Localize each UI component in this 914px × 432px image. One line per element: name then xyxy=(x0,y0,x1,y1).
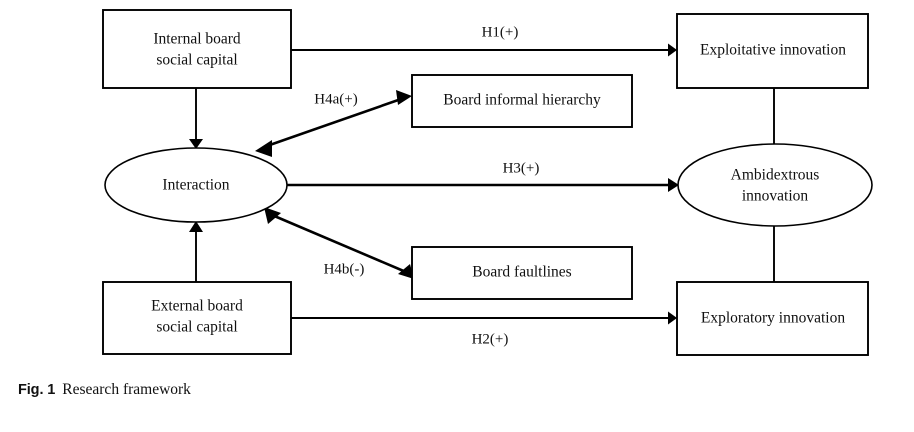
edge-h4b-line xyxy=(271,213,407,274)
edge-h4a-arrowhead-start xyxy=(255,140,272,157)
edge-h3: H3(+) xyxy=(287,160,679,192)
edge-h1: H1(+) xyxy=(291,24,677,57)
figure-caption-text: Research framework xyxy=(62,381,191,398)
edge-h1-arrowhead xyxy=(668,43,677,57)
edge-h3-arrowhead xyxy=(668,178,679,192)
edge-h4b-label: H4b(-) xyxy=(324,261,365,277)
node-interaction-shape xyxy=(104,147,288,223)
research-framework-diagram: H1(+) H4a(+) H3(+) H4b(-) xyxy=(102,9,873,356)
node-exploitative-innovation-label: Exploitative innovation xyxy=(700,42,846,59)
node-exploitative-innovation-shape xyxy=(676,13,869,89)
node-internal-board-social-capital-label-line1: Internal board xyxy=(153,31,241,48)
node-exploratory-innovation[interactable]: Exploratory innovation xyxy=(676,281,869,356)
node-internal-board-social-capital[interactable]: Internal board social capital xyxy=(102,9,292,89)
edge-h4a: H4a(+) xyxy=(255,90,412,157)
node-interaction-label: Interaction xyxy=(162,177,229,194)
node-board-faultlines[interactable]: Board faultlines xyxy=(411,246,633,300)
node-ambidextrous-innovation[interactable]: Ambidextrous innovation xyxy=(677,143,873,227)
node-board-faultlines-shape xyxy=(411,246,633,300)
node-internal-board-social-capital-shape xyxy=(102,9,292,89)
node-interaction[interactable]: Interaction xyxy=(104,147,288,223)
edge-internal-to-interaction xyxy=(189,88,203,149)
edge-h4a-label: H4a(+) xyxy=(314,91,357,107)
node-external-board-social-capital-label-line2: social capital xyxy=(156,319,237,336)
node-board-faultlines-label: Board faultlines xyxy=(472,264,571,281)
node-ambidextrous-innovation-label-line2: innovation xyxy=(742,188,809,205)
node-ambidextrous-innovation-shape xyxy=(677,143,873,227)
node-internal-board-social-capital-label-line2: social capital xyxy=(156,52,237,69)
node-external-board-social-capital-label-line1: External board xyxy=(151,298,243,315)
edge-internal-to-interaction-arrowhead xyxy=(189,139,203,149)
edge-h2-label: H2(+) xyxy=(472,331,509,347)
edge-h3-label: H3(+) xyxy=(503,160,540,176)
edge-h1-label: H1(+) xyxy=(482,24,519,40)
edge-h4b-arrowhead-start xyxy=(264,207,281,224)
node-exploratory-innovation-shape xyxy=(676,281,869,356)
edge-h2: H2(+) xyxy=(291,311,677,347)
node-external-board-social-capital-shape xyxy=(102,281,292,355)
figure-caption-tag: Fig. 1 xyxy=(18,382,56,398)
node-exploitative-innovation[interactable]: Exploitative innovation xyxy=(676,13,869,89)
edge-h4b-arrowhead-end xyxy=(398,264,414,279)
edge-external-to-interaction-arrowhead xyxy=(189,221,203,232)
edge-h4b: H4b(-) xyxy=(264,207,414,279)
node-external-board-social-capital[interactable]: External board social capital xyxy=(102,281,292,355)
node-board-informal-hierarchy-label: Board informal hierarchy xyxy=(443,92,601,109)
node-board-informal-hierarchy[interactable]: Board informal hierarchy xyxy=(411,74,633,128)
figure-caption: Fig. 1 Research framework xyxy=(18,381,191,399)
edge-h4a-line xyxy=(263,96,405,149)
node-ambidextrous-innovation-label-line1: Ambidextrous xyxy=(731,167,820,184)
node-board-informal-hierarchy-shape xyxy=(411,74,633,128)
node-exploratory-innovation-label: Exploratory innovation xyxy=(701,310,845,327)
edge-h4a-arrowhead-end xyxy=(396,90,412,105)
edge-h2-arrowhead xyxy=(668,311,677,325)
